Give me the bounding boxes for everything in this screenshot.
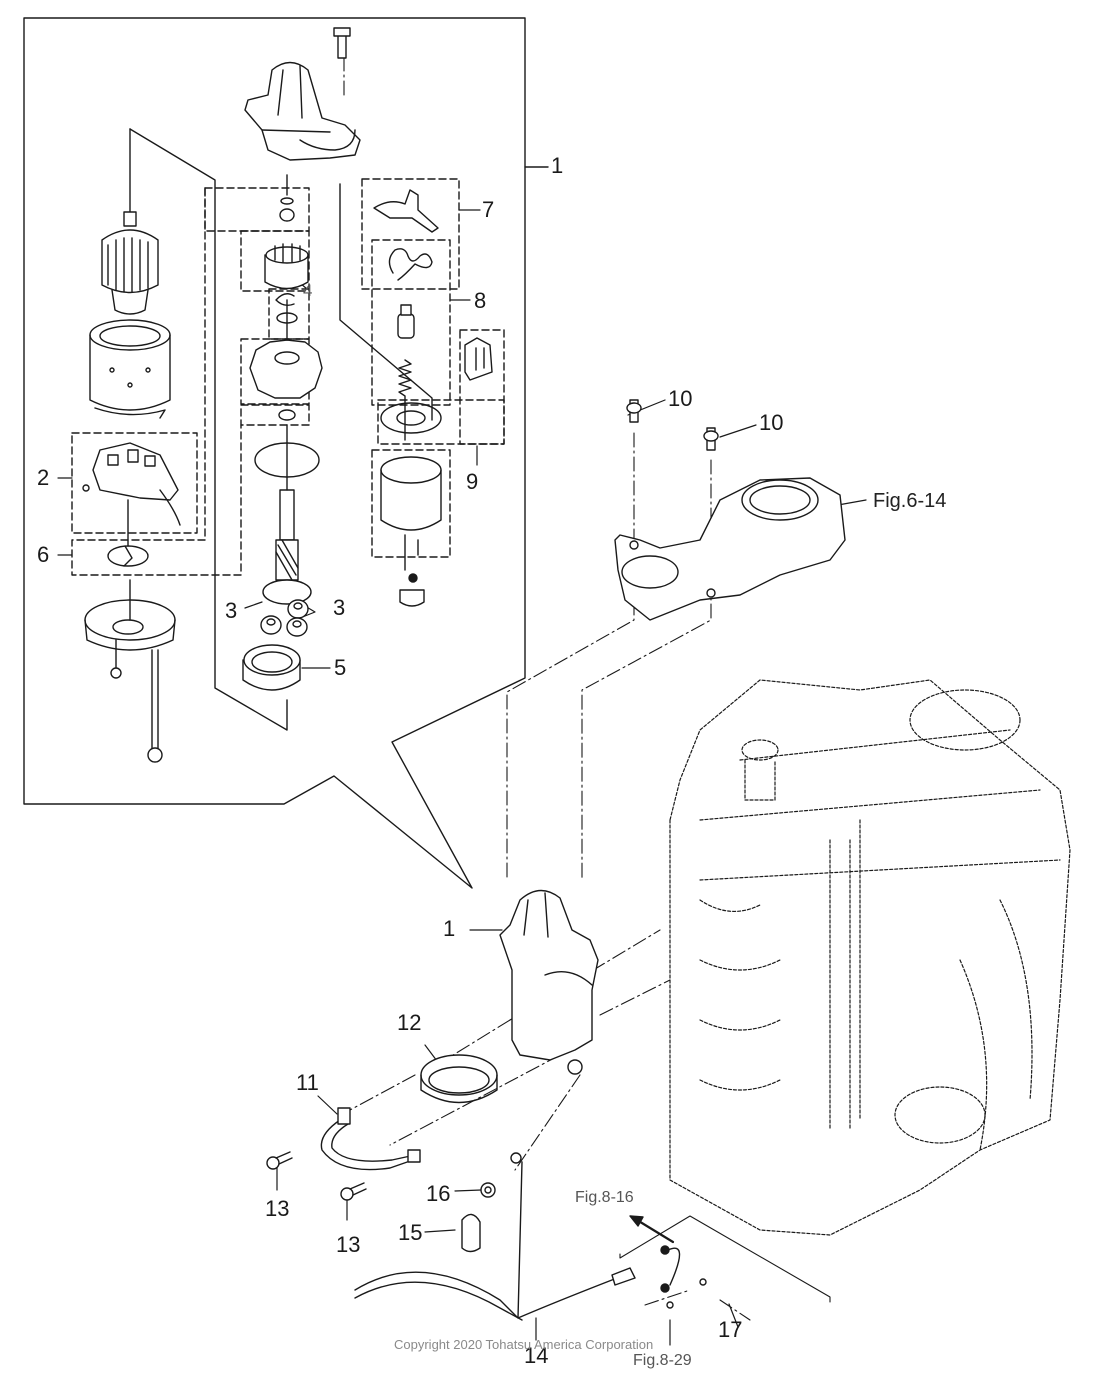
callout-16: 16: [426, 1181, 451, 1206]
figure-ref-8-16[interactable]: Fig.8-16: [575, 1189, 634, 1206]
callout-13-left: 13: [265, 1196, 290, 1221]
callout-3-right: 3: [333, 595, 346, 620]
part-nut-16: [480, 1182, 496, 1198]
callout-15: 15: [398, 1220, 423, 1245]
fig-8-16-arrow: [635, 1218, 675, 1244]
part-mount-bracket: [614, 477, 846, 621]
part-bolts-13: [266, 1151, 367, 1201]
callout-1-assembled: 1: [443, 916, 456, 941]
group-box-9: [377, 399, 505, 445]
leader-cover-solenoid: [339, 183, 433, 421]
fig-8-16-arrowhead: [629, 1215, 644, 1227]
group-boxes: [71, 178, 505, 576]
part-ground-wire: [660, 1245, 707, 1309]
part-end-frame: [84, 579, 176, 651]
part-rings-upper: [279, 174, 295, 222]
part-output-shaft: [262, 424, 312, 605]
callout-13-right: 13: [336, 1232, 361, 1257]
part-drive-cover: [244, 27, 361, 161]
callout-9: 9: [466, 469, 479, 494]
part-spring-wire: [388, 248, 433, 281]
leader-bracket: [129, 128, 288, 731]
group-box-lower: [240, 404, 310, 426]
part-washer: [278, 409, 296, 421]
part-armature: [101, 128, 159, 315]
group-box-9b: [459, 329, 505, 445]
part-planet-gears: [260, 599, 309, 637]
part-cable-14: [354, 1152, 636, 1321]
part-spring: [398, 359, 412, 441]
callout-10-right: 10: [759, 410, 784, 435]
group-box-upper: [204, 187, 310, 232]
copyright-notice: Copyright 2020 Tohatsu America Corporati…: [394, 1337, 654, 1352]
part-brush-holder: [82, 442, 181, 526]
callout-17: 17: [718, 1317, 743, 1342]
group-box-long: [71, 187, 242, 576]
callout-12: 12: [397, 1010, 422, 1035]
part-band-12: [420, 1054, 498, 1104]
group-box-pinion: [240, 230, 310, 292]
part-yoke: [89, 319, 171, 419]
callout-14: 14: [524, 1343, 549, 1368]
part-cap-15: [461, 1213, 481, 1253]
callout-5: 5: [334, 655, 347, 680]
callout-11: 11: [296, 1070, 319, 1095]
part-strap-11: [320, 1107, 421, 1171]
part-internal-gear: [242, 644, 301, 691]
callout-6: 6: [37, 542, 50, 567]
part-engine-block: [669, 679, 1071, 1236]
part-solenoid: [380, 456, 442, 607]
callout-8: 8: [474, 288, 487, 313]
part-starter-assembled: [499, 889, 599, 1075]
group-box-7: [361, 178, 460, 290]
part-terminal: [464, 337, 493, 381]
figure-ref-6-14[interactable]: Fig.6-14: [873, 490, 947, 512]
callout-3-left: 3: [225, 598, 238, 623]
group-box-8: [371, 239, 451, 406]
part-pinion-gear: [264, 243, 309, 290]
callout-7: 7: [482, 197, 495, 222]
callout-4: 4: [303, 281, 313, 300]
part-bolts-10: [626, 399, 719, 451]
part-lever: [373, 189, 439, 233]
part-plunger: [397, 304, 415, 339]
figure-ref-8-29[interactable]: Fig.8-29: [633, 1352, 692, 1369]
part-clutch: [249, 299, 323, 399]
fig-8-bracket: [619, 1215, 831, 1303]
part-contact-plate: [380, 402, 442, 434]
callout-2: 2: [37, 465, 50, 490]
callout-10-left: 10: [668, 386, 693, 411]
group-box-2: [71, 432, 198, 534]
part-screws: [110, 639, 163, 763]
group-box-solenoid: [371, 449, 451, 558]
callout-1-top: 1: [551, 153, 564, 178]
callout-frame: [23, 17, 526, 889]
part-plate-6: [107, 499, 149, 567]
